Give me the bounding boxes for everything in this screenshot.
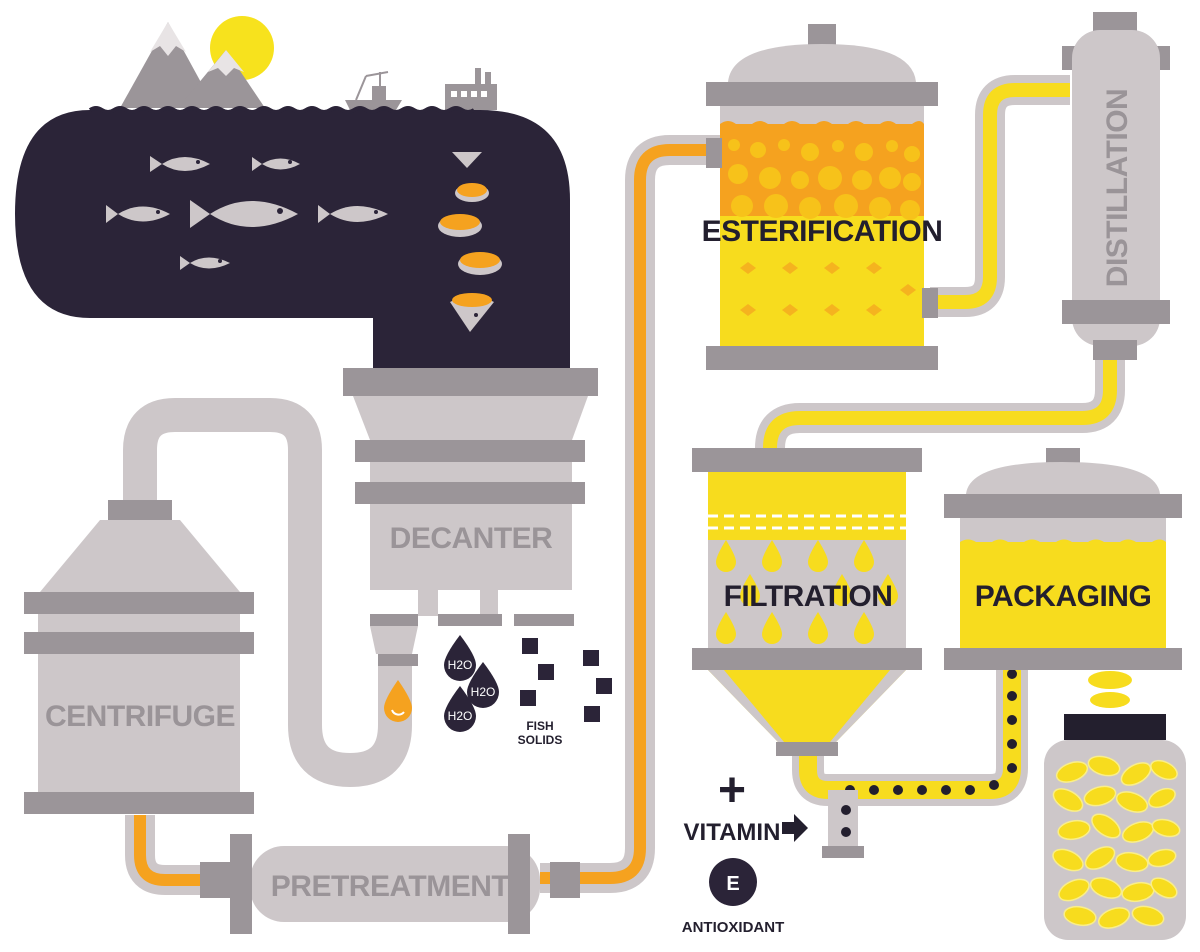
esterification-label: ESTERIFICATION [702,215,943,248]
fish-school [106,156,388,270]
capsule-jar [1044,671,1186,940]
water-drop-icon: H2O [444,686,476,732]
packaging: PACKAGING [944,448,1182,670]
svg-text:H2O: H2O [448,658,473,672]
vitamin-label: VITAMIN [684,819,781,846]
plus-icon: + [718,764,746,817]
water-drop-icon: H2O [467,662,499,708]
vitamin-e-letter: E [726,873,739,895]
fish-slices [438,152,502,332]
mountain-icon [120,22,215,108]
capsule-icon [1090,692,1130,708]
capsules [1052,755,1181,929]
antioxidant-label: ANTIOXIDANT [682,919,785,936]
fish-icon [318,205,388,223]
fish-solids: FISH SOLIDS [518,638,612,747]
fish-icon [106,205,170,223]
decanter: DECANTER [343,368,598,722]
centrifuge-label: CENTRIFUGE [45,700,235,733]
ester-bubbles [728,139,921,220]
centrifuge: CENTRIFUGE [24,500,254,814]
water-drop-icon: H2O [444,635,476,681]
filtration-label: FILTRATION [724,580,893,613]
factory-icon [445,68,497,110]
sea-scene [15,16,570,368]
fish-solids-label: SOLIDS [518,733,563,747]
pretreatment-label: PRETREATMENT [271,870,510,903]
ester-sparkles [740,262,916,316]
water-drops: H2O H2O H2O [444,635,499,732]
pretreatment: PRETREATMENT [200,834,580,934]
arrow-right-icon [782,814,808,842]
mountain-icon [178,50,265,108]
pipes [123,75,1125,895]
pipe-decanter-to-centrifuge [123,398,412,788]
esterification: ESTERIFICATION [702,24,943,370]
fish-icon [190,200,298,228]
fish-solids-label: FISH [526,719,553,733]
capsule-icon [1088,671,1132,689]
vitamin-inlet [822,790,864,858]
fish-icon [252,157,300,171]
filter-drops [716,540,898,644]
distillation-label: DISTILLATION [1101,89,1134,287]
svg-text:H2O: H2O [448,709,473,723]
fish-tank [15,110,570,368]
fish-icon [150,156,210,172]
fishing-boat-icon [345,71,402,110]
decanter-label: DECANTER [390,522,554,555]
vitamin-e-additive: + VITAMIN E ANTIOXIDANT [682,764,808,936]
packaging-label: PACKAGING [975,580,1152,613]
oil-drop-icon [384,680,412,722]
svg-text:H2O: H2O [471,685,496,699]
pipe-ester-to-distill [930,75,1070,317]
fish-icon [180,256,230,270]
filtration: FILTRATION [692,448,922,756]
distillation: DISTILLATION [1062,12,1170,360]
